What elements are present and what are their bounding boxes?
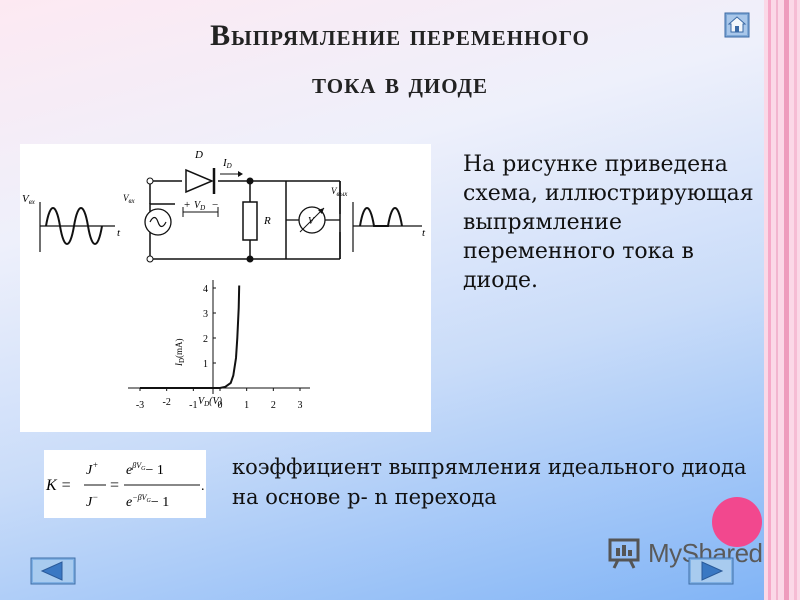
svg-text:eβVG− 1: eβVG− 1 xyxy=(126,461,164,478)
home-button[interactable] xyxy=(724,12,750,38)
formula-panel: K = J+ J− = eβVG− 1 e−βVG− 1 . xyxy=(44,450,206,518)
y-tick-label: 2 xyxy=(203,334,208,345)
iv-curve xyxy=(140,285,241,389)
decorative-stripes xyxy=(764,0,800,600)
rectification-formula: K = J+ J− = eβVG− 1 e−βVG− 1 . xyxy=(45,460,205,510)
svg-text:=: = xyxy=(110,477,119,494)
svg-text:J+: J+ xyxy=(86,460,98,478)
input-waveform xyxy=(39,202,115,252)
y-axis-label: ID(mA) xyxy=(174,338,186,367)
arrow-right-icon xyxy=(701,561,724,581)
x-tick-label: -1 xyxy=(189,400,197,411)
v-in-source-label: Vвх xyxy=(123,193,136,205)
y-tick-label: 3 xyxy=(203,309,208,320)
iv-chart: -3 -2 -1 0 1 2 3 1 2 3 4 VD(V) ID(mA) xyxy=(128,280,310,411)
voltmeter-label: V xyxy=(308,216,316,227)
x-tick-labels: -3 -2 -1 0 1 2 3 xyxy=(136,388,303,411)
accent-dot xyxy=(712,497,762,547)
output-waveform xyxy=(352,202,422,252)
title-line-1: Выпрямление переменного xyxy=(210,19,590,52)
description-text: На рисунке приведена схема, иллюстрирующ… xyxy=(463,152,754,293)
presentation-icon xyxy=(608,538,640,569)
x-tick-label: 0 xyxy=(218,400,223,411)
diode-figure: Vвх t Vвх D ID xyxy=(20,144,431,432)
svg-text:J−: J− xyxy=(86,492,98,510)
vd-label: VD xyxy=(194,200,205,212)
vd-arrow xyxy=(182,207,219,217)
resistor-symbol-icon xyxy=(242,201,258,241)
svg-text:.: . xyxy=(201,479,205,494)
home-icon xyxy=(727,16,747,33)
t-in-label: t xyxy=(117,227,121,239)
ac-source-icon xyxy=(144,208,172,236)
next-slide-button[interactable] xyxy=(688,557,734,585)
circuit-diagram: Vвх t Vвх D ID xyxy=(22,149,426,411)
diode-symbol-icon xyxy=(185,168,216,194)
minus-label: − xyxy=(212,199,218,211)
svg-text:e−βVG− 1: e−βVG− 1 xyxy=(126,493,169,510)
v-out-label: Vвых xyxy=(331,186,348,198)
x-tick-label: 3 xyxy=(298,400,303,411)
x-tick-label: 2 xyxy=(271,400,276,411)
y-tick-labels: 1 2 3 4 xyxy=(203,284,216,370)
current-label: ID xyxy=(222,157,232,170)
v-in-label: Vвх xyxy=(22,193,36,206)
title-line-2: тока в диоде xyxy=(312,67,488,100)
previous-slide-button[interactable] xyxy=(30,557,76,585)
diode-label: D xyxy=(194,149,203,161)
x-tick-label: -2 xyxy=(162,397,170,408)
x-tick-label: 1 xyxy=(244,400,249,411)
slide-title: Выпрямление переменного тока в диоде xyxy=(60,12,740,108)
arrow-left-icon xyxy=(40,561,63,581)
svg-text:K =: K = xyxy=(45,477,71,494)
x-axis-label: VD(V) xyxy=(198,396,223,408)
t-out-label: t xyxy=(422,227,426,239)
formula-caption: коэффициент выпрямления идеального диода… xyxy=(232,455,747,509)
y-tick-label: 1 xyxy=(203,359,208,370)
watermark: MyShared xyxy=(608,536,778,572)
plus-label: + xyxy=(184,199,190,211)
resistor-label: R xyxy=(263,215,271,227)
y-tick-label: 4 xyxy=(203,284,208,295)
x-tick-label: -3 xyxy=(136,400,144,411)
